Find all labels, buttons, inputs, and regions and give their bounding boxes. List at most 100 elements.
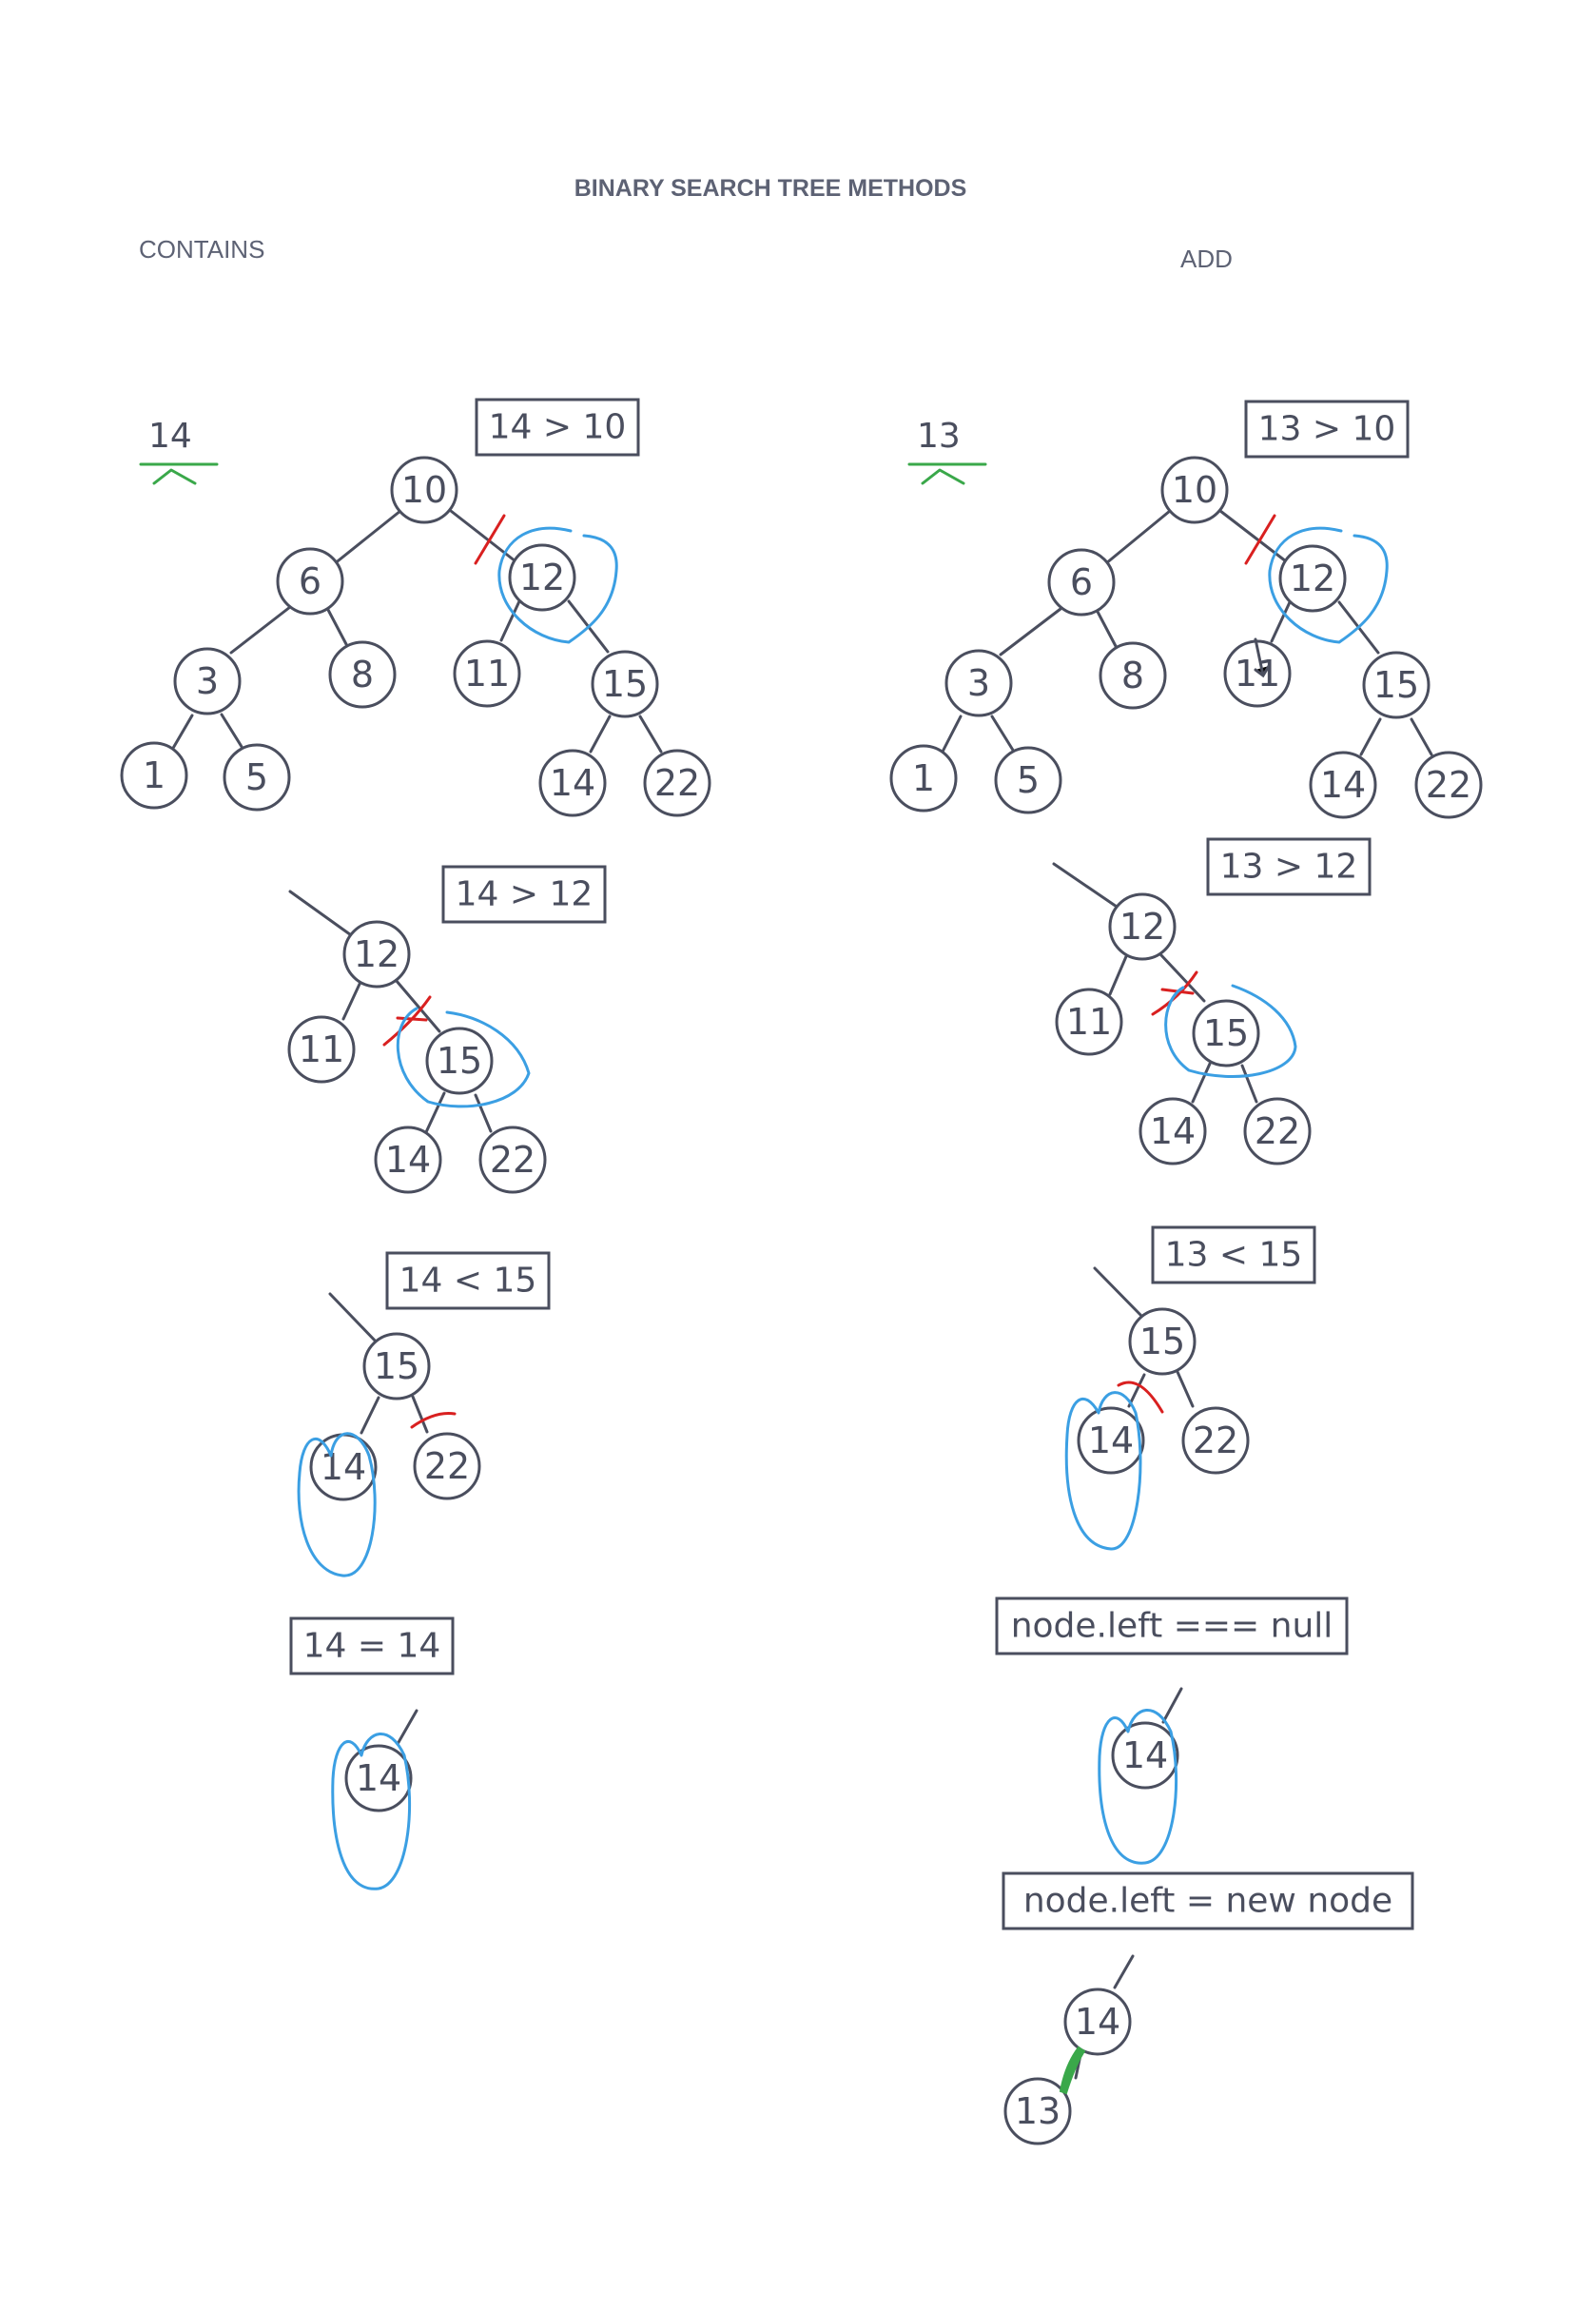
svg-text:11: 11 [299,1028,344,1070]
add-search-value: 13 [917,417,961,456]
add-step-5: node.left = new node 14 13 [1002,1871,1414,2145]
svg-text:15: 15 [374,1345,419,1387]
comparison-box [475,398,640,457]
comparison-box [385,1251,551,1310]
comparison-box [1002,1871,1414,1930]
svg-text:6: 6 [299,560,321,602]
tree-node: 15 [1362,651,1431,719]
tree-node: 14 [344,1744,413,1812]
highlight-loop [1064,1391,1142,1551]
add-step-4: node.left === null 14 [995,1596,1349,1865]
tree-node: 12 [508,543,576,612]
svg-text:14: 14 [1088,1420,1134,1461]
svg-text:22: 22 [490,1139,535,1181]
add-step-2: 13 > 12 12 11 15 14 22 [1052,837,1372,1165]
contains-step-2: 14 > 12 12 11 15 14 22 [287,865,607,1194]
tree-node: 6 [1047,548,1116,617]
arrow-mark [1254,637,1271,678]
tree-node: 14 [1077,1406,1145,1475]
tree-node: 14 [1063,1988,1132,2056]
tree-node: 12 [1278,544,1347,613]
tree-node: 12 [1108,892,1177,961]
highlight-loop [1164,984,1297,1078]
svg-text:22: 22 [1255,1110,1300,1152]
contains-step-1: 14 > 10 10 6 12 3 8 11 15 1 5 14 22 [120,398,711,817]
svg-text:3: 3 [196,660,219,702]
new-edge-mark [1059,2046,1086,2095]
contains-step-3: 14 < 15 15 14 22 [297,1251,551,1577]
comparison-label: 14 = 14 [303,1627,441,1666]
svg-text:22: 22 [424,1445,470,1487]
cut-mark [1117,1381,1164,1414]
tree-node: 3 [173,647,242,715]
cut-mark [474,514,506,565]
svg-text:10: 10 [401,469,447,511]
comparison-label: 14 > 12 [456,875,594,914]
tree-node: 22 [1243,1097,1312,1165]
tree-node: 10 [390,456,458,524]
svg-text:14: 14 [321,1446,366,1488]
svg-text:15: 15 [1203,1012,1249,1054]
page-title: BINARY SEARCH TREE METHODS [574,175,967,202]
contains-search-value: 14 [148,417,192,456]
svg-text:13: 13 [1015,2090,1061,2132]
tree-node: 15 [1128,1307,1197,1376]
tree-node: 8 [1099,641,1167,710]
highlight-loop [396,1007,531,1108]
svg-text:14: 14 [1122,1734,1168,1776]
svg-text:22: 22 [1426,764,1471,806]
svg-text:15: 15 [602,663,648,705]
tree-node: 5 [223,743,291,812]
svg-text:1: 1 [143,754,165,796]
comparison-box [441,865,607,924]
svg-text:11: 11 [1235,653,1280,695]
tree-node: 8 [328,640,397,709]
tree-node: 22 [413,1432,481,1500]
add-step-3: 13 < 15 15 14 22 [1064,1225,1316,1551]
add-pointer-mark [907,462,987,485]
comparison-label: 13 > 12 [1220,848,1358,887]
tree-node: 1 [889,744,958,813]
tree-node: 11 [453,639,521,708]
contains-pointer-mark [139,462,219,485]
svg-text:14: 14 [550,762,595,804]
svg-text:22: 22 [654,762,700,804]
svg-text:5: 5 [245,756,268,798]
svg-text:14: 14 [356,1757,401,1799]
svg-text:22: 22 [1193,1420,1238,1461]
tree-node: 13 [1003,2077,1072,2145]
svg-text:15: 15 [437,1040,482,1082]
svg-text:3: 3 [967,662,990,704]
tree-node: 11 [1055,988,1123,1056]
tree-node: 15 [591,650,659,718]
comparison-box [1151,1225,1316,1284]
comparison-label: node.left = new node [1023,1882,1392,1921]
tree-node: 14 [1139,1097,1207,1165]
tree-node: 22 [478,1126,547,1194]
svg-text:12: 12 [519,557,565,598]
tree-node: 15 [425,1027,494,1095]
cut-mark [410,1412,457,1429]
comparison-label: 13 > 10 [1258,410,1396,449]
comparison-box [1206,837,1372,896]
tree-node: 14 [1309,751,1377,819]
tree-node: 5 [994,746,1062,814]
svg-text:1: 1 [912,757,935,799]
highlight-loop [1098,1709,1178,1865]
add-step-1: 13 > 10 10 6 12 3 8 11 15 1 5 14 22 [889,400,1483,819]
svg-text:14: 14 [1150,1110,1196,1152]
contains-heading: CONTAINS [139,235,264,264]
comparison-label: 14 > 10 [489,408,627,447]
tree-node: 12 [342,920,411,989]
comparison-box [289,1616,455,1675]
tree-node: 14 [309,1433,378,1501]
svg-text:14: 14 [1320,764,1366,806]
svg-text:10: 10 [1172,469,1217,511]
contains-step-4: 14 = 14 14 [289,1616,455,1890]
svg-text:15: 15 [1373,664,1419,706]
tree-node: 14 [374,1126,442,1194]
svg-text:8: 8 [351,654,374,695]
svg-text:8: 8 [1121,655,1144,696]
tree-node: 10 [1160,456,1229,524]
tree-node: 14 [1111,1721,1179,1790]
